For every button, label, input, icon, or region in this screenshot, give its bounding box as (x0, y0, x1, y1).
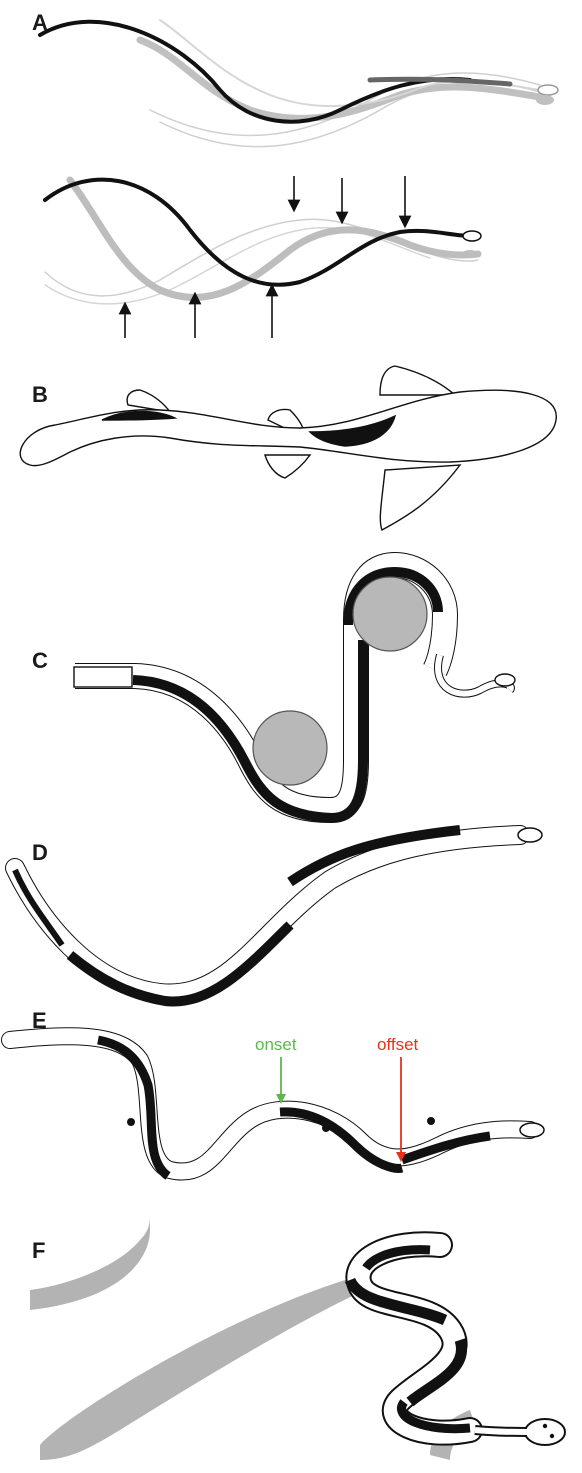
peg-upper (353, 577, 427, 651)
pectoral-fin (380, 465, 460, 530)
snake-f-eye-2 (550, 1434, 554, 1438)
snake-e-active-1 (98, 1040, 168, 1176)
shark-outline (20, 366, 556, 530)
first-dorsal-fin (380, 366, 455, 395)
panel-c: C (32, 565, 515, 818)
panel-label-b: B (32, 382, 48, 407)
panel-f: F (30, 1215, 565, 1460)
onset-label: onset (255, 1035, 297, 1054)
snake-c-active-muscle (133, 640, 363, 818)
snake-c-head (495, 674, 515, 686)
caudal-fin (127, 390, 170, 412)
panel-e: E onset offset (10, 1008, 544, 1176)
panel-d: D (15, 828, 542, 1001)
panel-label-d: D (32, 840, 48, 865)
snake-f-head (525, 1419, 565, 1445)
panel-a: A (32, 10, 558, 338)
panel-b: B (20, 366, 556, 530)
contact-point-1 (127, 1118, 135, 1126)
snake-c-tail-end (74, 667, 132, 687)
panel-label-c: C (32, 648, 48, 673)
snake-e-head (520, 1123, 544, 1137)
peg-lower (253, 711, 327, 785)
panel-label-f: F (32, 1238, 45, 1263)
snake-d-head (518, 828, 542, 842)
snake-f-eye-1 (543, 1424, 547, 1428)
contact-point-2 (322, 1124, 330, 1132)
anal-fin (265, 455, 310, 478)
panel-a-arrows (125, 176, 405, 338)
contact-point-3 (427, 1117, 435, 1125)
ridge-shadow-main (40, 1275, 365, 1460)
offset-label: offset (377, 1035, 419, 1054)
ridge-shadow-left (30, 1215, 150, 1310)
panel-a-bottom-waves (45, 180, 481, 304)
panel-a-top-tracings (40, 20, 558, 147)
